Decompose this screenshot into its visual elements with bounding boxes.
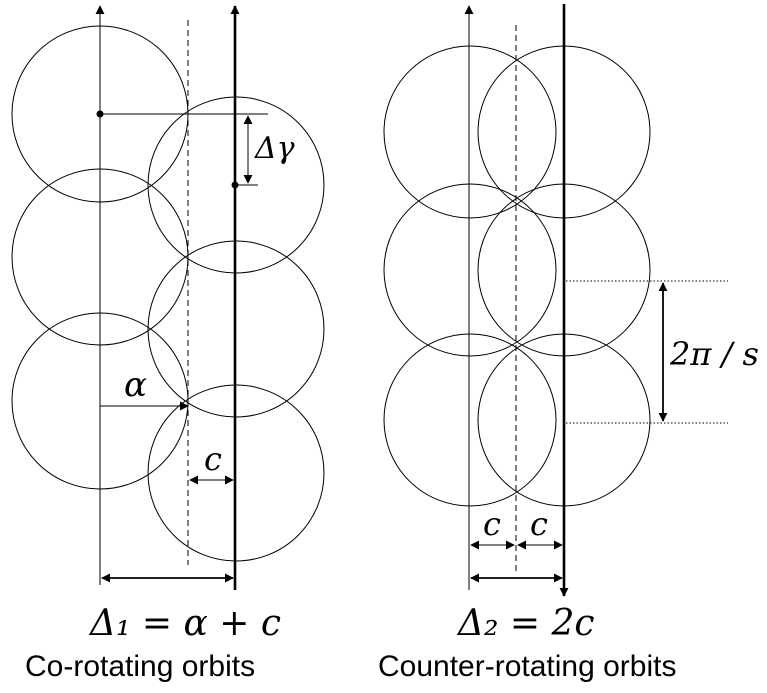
- counter-rotating-panel: 2π / s c c Δ₂ = 2c Counter-rotating orbi…: [378, 4, 759, 683]
- co-rotating-caption: Co-rotating orbits: [25, 650, 255, 683]
- orbit-circle: [477, 183, 651, 357]
- c-left-label: c: [483, 505, 501, 543]
- orbit-circle: [11, 312, 189, 490]
- delta1-formula: Δ₁ = α + c: [88, 603, 281, 644]
- orbit-circle: [147, 384, 325, 562]
- period-label: 2π / s: [669, 335, 759, 373]
- orbit-circle: [383, 333, 557, 507]
- orbit-circle: [383, 183, 557, 357]
- orbit-circle: [147, 96, 325, 274]
- delta2-formula: Δ₂ = 2c: [456, 603, 595, 644]
- orbit-circle: [477, 45, 651, 219]
- orbit-circle: [383, 45, 557, 219]
- alpha-label: α: [124, 365, 147, 405]
- c-label: c: [204, 440, 222, 478]
- co-rotating-panel: Δγ α c Δ₁ = α + c Co-rotating orbits: [11, 5, 325, 683]
- c-right-label: c: [530, 505, 548, 543]
- orbit-circle: [477, 333, 651, 507]
- counter-rotating-caption: Counter-rotating orbits: [378, 650, 676, 683]
- delta-gamma-label: Δγ: [254, 131, 295, 166]
- orbit-circle: [11, 168, 189, 346]
- orbit-circle: [147, 240, 325, 418]
